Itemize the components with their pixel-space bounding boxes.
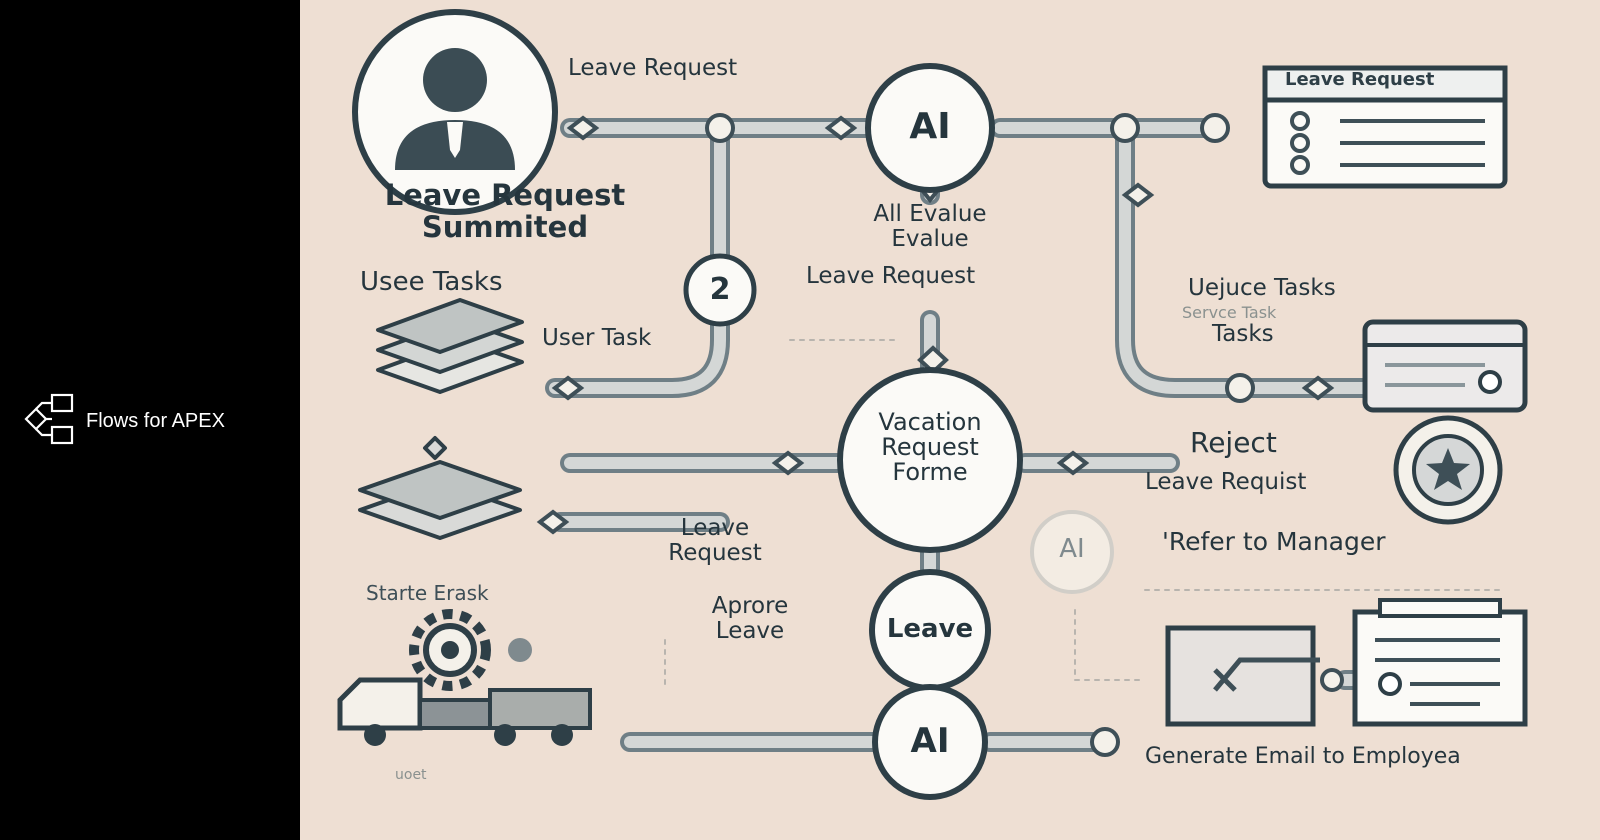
ai-top-text: AI: [909, 106, 951, 147]
guide-lines: [664, 339, 1506, 691]
junction-nodes: [705, 113, 1344, 757]
email-panel-icon: [1165, 598, 1528, 727]
user-task-label: User Task: [542, 325, 652, 351]
ai-bottom-text: AI: [910, 721, 950, 761]
refer-manager-label: 'Refer to Manager: [1162, 527, 1386, 556]
brand-name: Flows for APEX: [86, 410, 225, 432]
brand[interactable]: Flows for APEX: [24, 393, 225, 450]
user-tasks-title: Usee Tasks: [360, 267, 503, 297]
sidebar: Flows for APEX: [0, 0, 300, 840]
leave-node-text: Leave: [886, 614, 974, 644]
ai-faint-text: AI: [1059, 534, 1085, 564]
ai-node-faint: [1030, 510, 1114, 594]
reject-leave-label: Leave Requist: [1145, 469, 1307, 495]
truck-icon: [337, 677, 592, 746]
service-tasks-sub2: Tasks: [1212, 321, 1274, 347]
top-leave-request-label: Leave Request: [568, 55, 738, 81]
reject-badge-icon: [1393, 415, 1503, 525]
service-tasks-title: Uejuce Tasks: [1188, 275, 1336, 301]
user-avatar-icon: [352, 9, 558, 215]
gear-icon: [409, 609, 532, 691]
form-card-title: Leave Request: [1285, 69, 1435, 90]
step-two-text: 2: [709, 272, 731, 307]
generate-email-label: Generate Email to Employea: [1145, 744, 1461, 769]
start-task-label: Starte Erask: [366, 581, 489, 605]
task-stack-icon: [376, 298, 524, 394]
vacation-node: [837, 367, 1023, 553]
form-card-icon: [1262, 65, 1508, 189]
service-stack-icon: [358, 436, 522, 540]
ai-node-top: [865, 63, 995, 193]
evaluate-leave-label: Leave Request: [806, 263, 976, 289]
flow-pipes-core: [549, 122, 1381, 748]
bottom-faint-label: uoet: [395, 767, 427, 783]
ai-node-bottom: [872, 684, 988, 800]
browser-window-icon: [1362, 319, 1528, 413]
flow-diagram-icon: [24, 393, 76, 450]
diagram-graphics: [337, 9, 1528, 800]
step-two-node: [683, 253, 757, 327]
reject-label: Reject: [1190, 426, 1277, 459]
service-task-sub: Servce Task: [1182, 303, 1277, 322]
